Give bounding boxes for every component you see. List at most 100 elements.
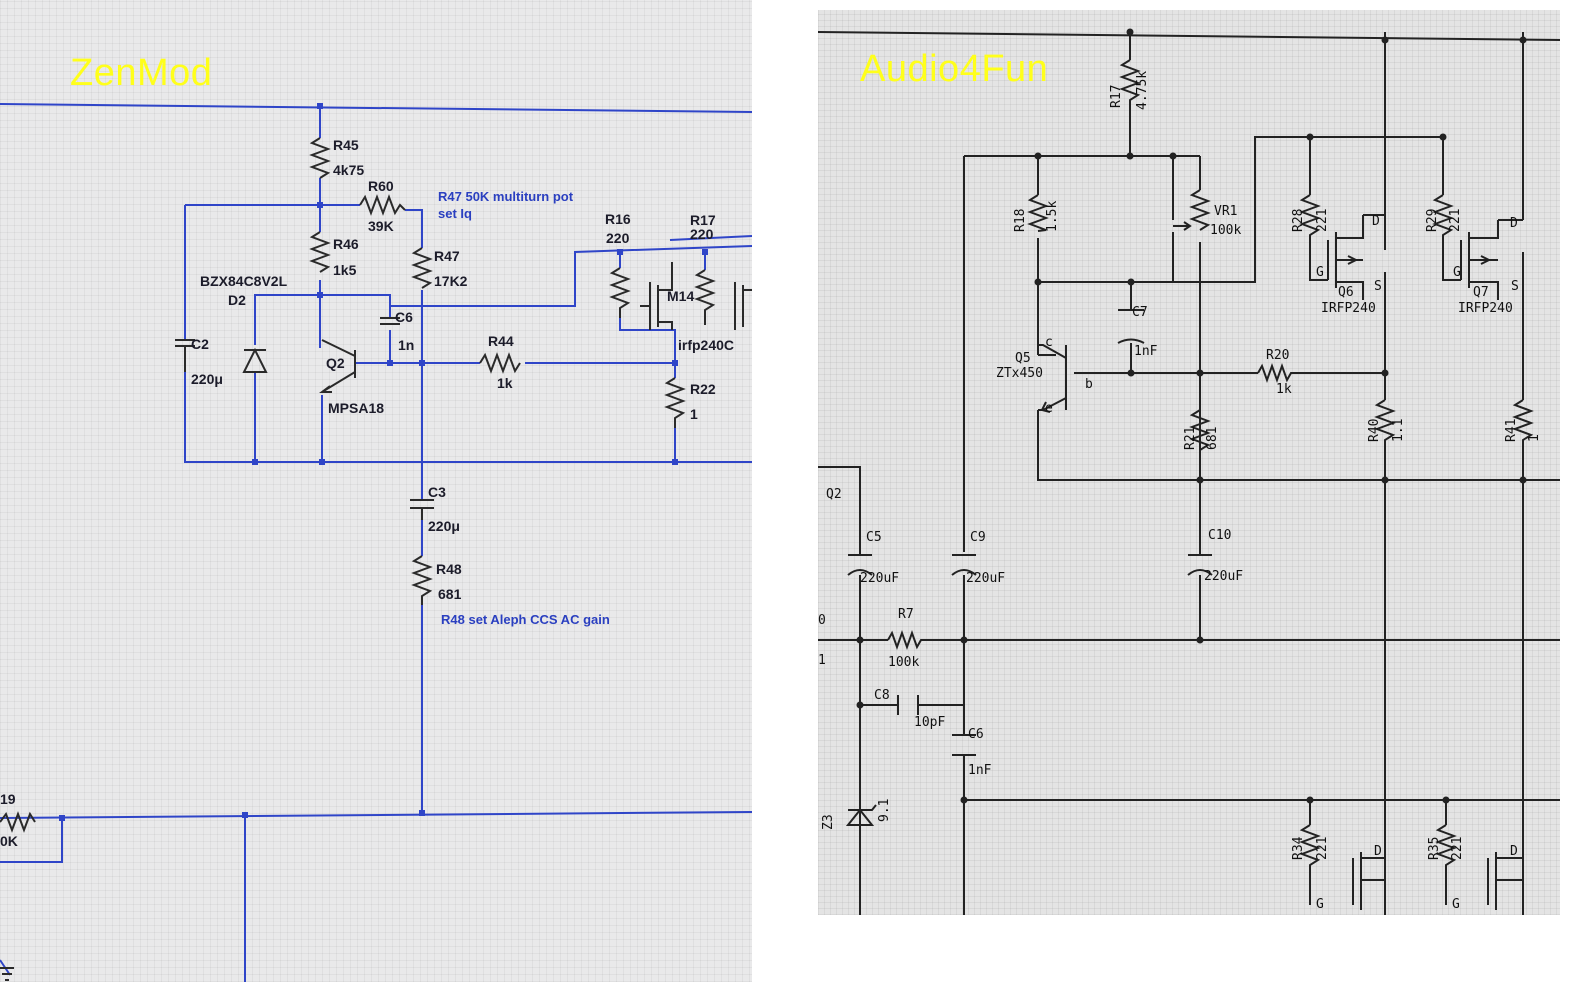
r22-ref: R22 (690, 381, 716, 397)
r16-value: 220 (606, 230, 630, 246)
zener-d2-symbol (242, 347, 268, 373)
r48-note: R48 set Aleph CCS AC gain (441, 612, 610, 627)
d2-ref: D2 (228, 292, 246, 308)
c3-value: 220μ (428, 518, 460, 534)
zenmod-wires (0, 103, 752, 982)
transistor-q5-symbol (1038, 344, 1067, 413)
r7-ref: R7 (898, 607, 914, 622)
bottom-left-gate-pin: G (1316, 897, 1324, 912)
r45-value: 4k75 (333, 162, 364, 178)
q2-ref: Q2 (326, 355, 345, 371)
resistor-r48-symbol (411, 555, 433, 605)
r49-ref: 19 (0, 791, 16, 807)
resistor-r46-symbol (309, 231, 331, 273)
capacitor-c6-symbol (380, 317, 400, 325)
r46-ref: R46 (333, 236, 359, 252)
capacitor-c2-symbol (175, 339, 195, 372)
c7-ref: C7 (1132, 305, 1148, 320)
z3-value: 9.1 (877, 799, 892, 822)
resistor-r20-symbol (1257, 363, 1293, 383)
m14-part: irfp240C (678, 337, 734, 353)
zenmod-schematic: R45 4k75 R60 39K R46 1k5 R47 17K2 R47 50… (0, 103, 752, 982)
audio4fun-schematic: R17 4.75k R18 1.5k VR1 100k R28 221 R29 … (818, 28, 1560, 915)
d2-part: BZX84C8V2L (200, 273, 288, 289)
r48-ref: R48 (436, 561, 462, 577)
r34-ref: R34 (1291, 836, 1306, 860)
q5-collector-pin: c (1045, 335, 1053, 350)
zenmod-schematic-panel: R45 4k75 R60 39K R46 1k5 R47 17K2 R47 50… (0, 0, 752, 982)
capacitor-c6-symbol (952, 734, 976, 756)
partial-mosfet-symbol (734, 282, 752, 330)
ground-symbol (0, 967, 14, 981)
mosfet-m14-symbol (640, 262, 673, 330)
r35-value: 221 (1450, 837, 1465, 860)
q7-drain-pin: D (1510, 216, 1518, 231)
mosfet-q7-symbol (1460, 220, 1499, 300)
r34-value: 221 (1315, 837, 1330, 860)
resistor-r45-symbol (309, 137, 331, 179)
transistor-q2-symbol (319, 339, 356, 393)
c10-ref: C10 (1208, 528, 1231, 543)
r29-ref: R29 (1425, 209, 1440, 232)
r22-value: 1 (690, 406, 698, 422)
bottom-left-drain-pin: D (1374, 844, 1382, 859)
r48-value: 681 (438, 586, 462, 602)
q5-part: ZTx450 (996, 366, 1043, 381)
r18-ref: R18 (1013, 209, 1028, 232)
q7-gate-pin: G (1453, 265, 1461, 280)
r20-ref: R20 (1266, 348, 1289, 363)
q6-part: IRFP240 (1321, 301, 1376, 316)
m14-ref: M14 (667, 288, 694, 304)
q7-part: IRFP240 (1458, 301, 1513, 316)
c3-ref: C3 (428, 484, 446, 500)
r41-value: 1 (1527, 434, 1542, 442)
q6-gate-pin: G (1316, 265, 1324, 280)
audio4fun-components (845, 59, 1534, 910)
zenmod-junctions (59, 103, 708, 821)
r17-ref: R17 (690, 212, 716, 228)
bottom-right-gate-pin: G (1452, 897, 1460, 912)
resistor-r35-symbol (1435, 824, 1457, 870)
resistor-r17-symbol (1119, 59, 1141, 110)
r49-value: 0K (0, 833, 18, 849)
vr1-ref: VR1 (1214, 204, 1237, 219)
resistor-r21-symbol (1189, 409, 1211, 480)
c5-value: 220uF (860, 571, 899, 586)
r46-value: 1k5 (333, 262, 357, 278)
capacitor-c10-symbol (1187, 554, 1213, 576)
z3-ref: Z3 (821, 814, 836, 830)
c8-ref: C8 (874, 688, 890, 703)
zenmod-title: ZenMod (70, 52, 213, 94)
q5-emitter-pin: e (1045, 401, 1053, 416)
r29-value: 221 (1448, 209, 1463, 232)
c10-value: 220uF (1204, 569, 1243, 584)
zener-z3-symbol (845, 804, 877, 826)
q5-ref: Q5 (1015, 351, 1031, 366)
c6-ref: C6 (395, 309, 413, 325)
r47-note-line2: set Iq (438, 206, 472, 221)
resistor-r44-symbol (479, 352, 521, 374)
left-edge-label-top: 0 (818, 613, 826, 628)
resistor-r41-symbol (1512, 399, 1534, 450)
r60-ref: R60 (368, 178, 394, 194)
q2-part: MPSA18 (328, 400, 384, 416)
audio4fun-junctions (856, 28, 1527, 804)
c9-value: 220uF (966, 571, 1005, 586)
r17-ref: R17 (1109, 85, 1124, 108)
r47-value: 17K2 (434, 273, 468, 289)
mosfet-q6-symbol (1327, 215, 1364, 300)
c6-ref: C6 (968, 727, 984, 742)
r18-value: 1.5k (1045, 201, 1060, 232)
r17-value: 4.75k (1135, 71, 1150, 110)
vr1-value: 100k (1210, 223, 1241, 238)
c6-value: 1nF (968, 763, 992, 778)
resistor-r22-symbol (664, 377, 686, 428)
r7-value: 100k (888, 655, 919, 670)
r16-ref: R16 (605, 211, 631, 227)
r44-ref: R44 (488, 333, 514, 349)
left-edge-label-bottom: 1 (818, 653, 826, 668)
mosfet-bottom-left-symbol (1352, 852, 1385, 910)
capacitor-c3-symbol (410, 499, 434, 520)
r35-ref: R35 (1427, 837, 1442, 860)
schematic-grid (818, 10, 1560, 915)
